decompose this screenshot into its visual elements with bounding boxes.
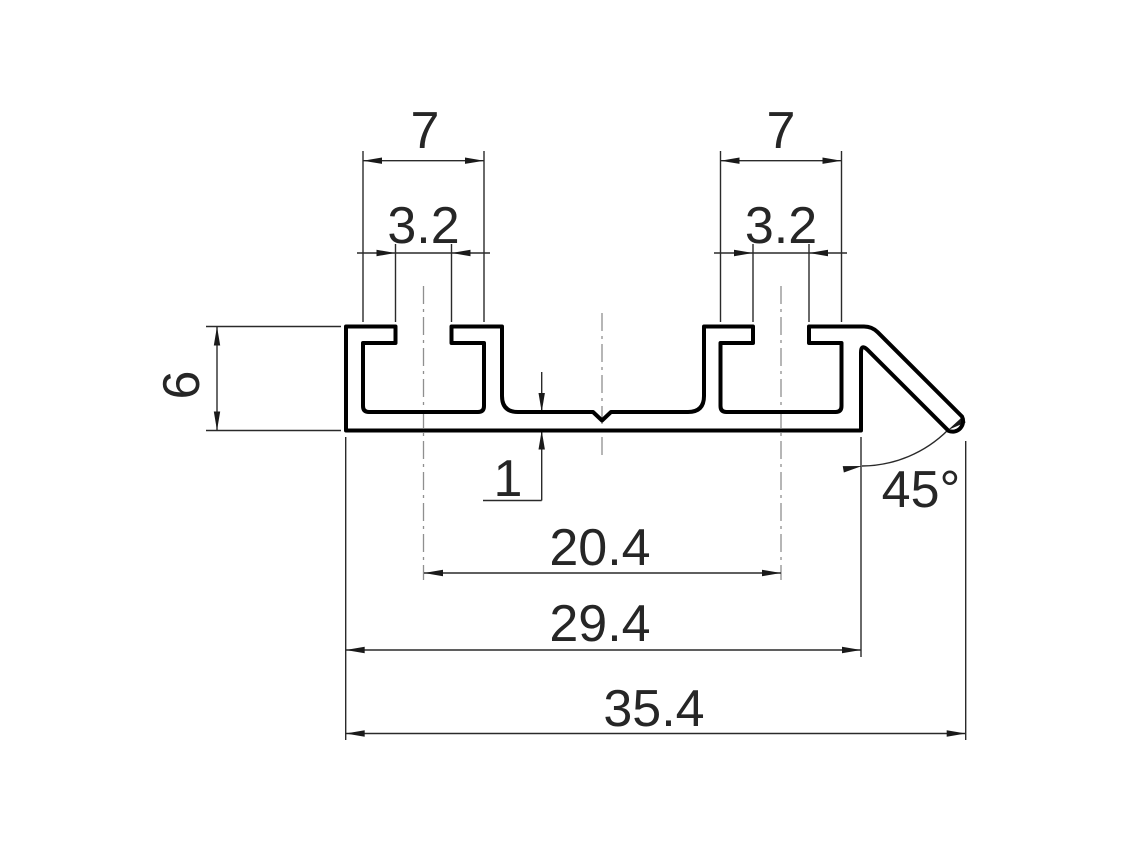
dim-profile-height-label: 6 bbox=[153, 371, 211, 400]
arrow bbox=[842, 646, 861, 654]
dim-flange-angle-label: 45° bbox=[882, 461, 961, 519]
arrow bbox=[720, 157, 740, 164]
dim-overall-width-label: 35.4 bbox=[603, 680, 704, 738]
arrow bbox=[424, 569, 443, 577]
arrow bbox=[451, 249, 471, 257]
dim-base-thickness-label: 1 bbox=[494, 450, 523, 508]
arrow bbox=[376, 249, 396, 257]
arrow bbox=[538, 430, 545, 450]
dim-body-width-label: 29.4 bbox=[549, 595, 650, 653]
arrow bbox=[345, 730, 365, 737]
arrow bbox=[363, 157, 382, 164]
arrow bbox=[465, 157, 484, 164]
dim-slot-right-opening-label: 3.2 bbox=[745, 197, 817, 255]
profile-outline bbox=[344, 324, 966, 434]
arrow bbox=[213, 411, 221, 431]
arrow bbox=[345, 646, 365, 654]
dim-slot-right-width-label: 7 bbox=[767, 102, 796, 160]
arrow bbox=[538, 393, 545, 412]
extension-lines bbox=[206, 151, 967, 740]
dim-slot-distance-label: 20.4 bbox=[549, 519, 650, 577]
arrow bbox=[734, 249, 753, 257]
arrow bbox=[213, 326, 221, 346]
arrow bbox=[842, 466, 862, 473]
profile-shape bbox=[344, 324, 966, 434]
dim-slot-left-opening-label: 3.2 bbox=[387, 197, 459, 255]
dimension-lines bbox=[216, 159, 966, 735]
arrow bbox=[822, 157, 842, 164]
arrow bbox=[946, 730, 966, 737]
arrow bbox=[809, 249, 828, 257]
arrow bbox=[762, 569, 781, 577]
centerlines bbox=[422, 286, 782, 580]
dim-slot-left-width-label: 7 bbox=[411, 102, 440, 160]
dimarc-flange-angle bbox=[861, 429, 949, 467]
